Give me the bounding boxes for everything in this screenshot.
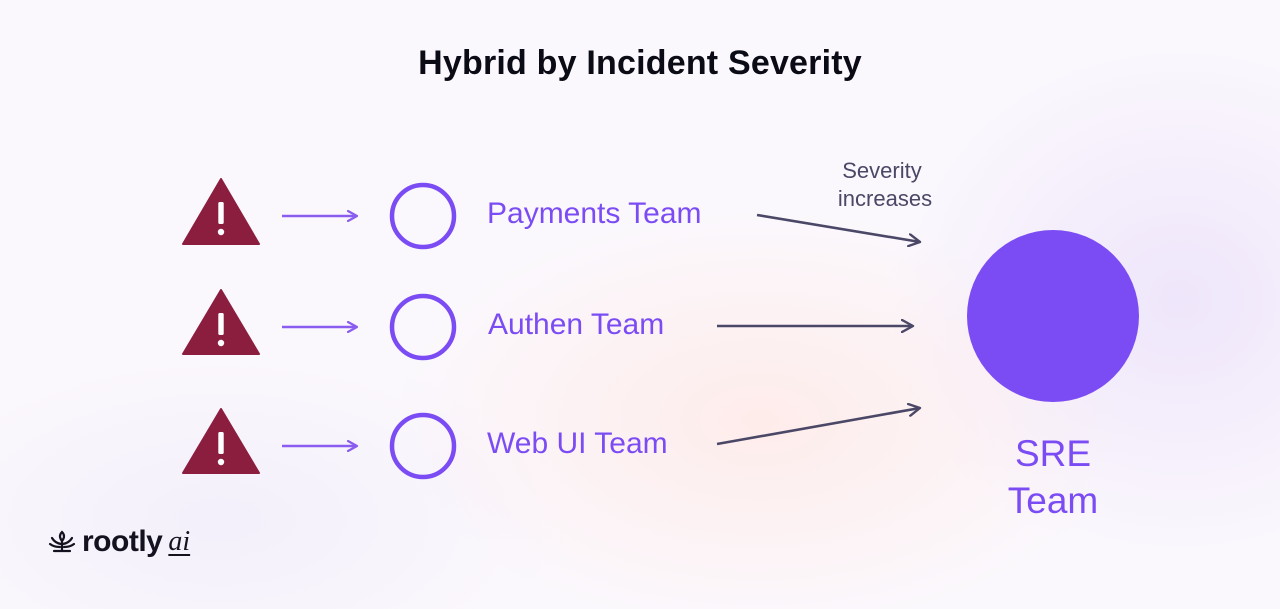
rootly-logo: rootly ai bbox=[48, 524, 190, 560]
row-web-ui: Web UI Team bbox=[182, 408, 920, 480]
row-payments: Payments Team bbox=[182, 178, 920, 250]
logo-ai-suffix: ai bbox=[168, 526, 191, 557]
severity-note-line2: increases bbox=[838, 186, 932, 211]
team-label-authen: Authen Team bbox=[488, 308, 664, 341]
sre-team-circle bbox=[967, 230, 1139, 402]
severity-note: Severity increases bbox=[838, 158, 932, 211]
arrow-to-sre bbox=[716, 408, 920, 446]
circle-outline-icon bbox=[389, 293, 457, 361]
rootly-flower-icon bbox=[48, 530, 76, 553]
arrow-to-sre bbox=[756, 213, 920, 242]
circle-outline-icon bbox=[389, 412, 457, 480]
row-authen: Authen Team bbox=[182, 289, 913, 361]
sre-label-line1: SRE bbox=[1015, 433, 1091, 474]
severity-note-line1: Severity bbox=[842, 158, 921, 183]
sre-team-node: SRE Team bbox=[967, 230, 1139, 521]
logo-wordmark: rootly bbox=[82, 525, 163, 558]
warning-triangle-icon bbox=[182, 408, 260, 474]
page-title: Hybrid by Incident Severity bbox=[418, 44, 862, 82]
circle-outline-icon bbox=[389, 182, 457, 250]
warning-triangle-icon bbox=[182, 178, 260, 245]
warning-triangle-icon bbox=[182, 289, 260, 355]
sre-label-line2: Team bbox=[1008, 480, 1098, 521]
team-label-payments: Payments Team bbox=[487, 197, 702, 230]
team-label-web-ui: Web UI Team bbox=[487, 427, 668, 460]
